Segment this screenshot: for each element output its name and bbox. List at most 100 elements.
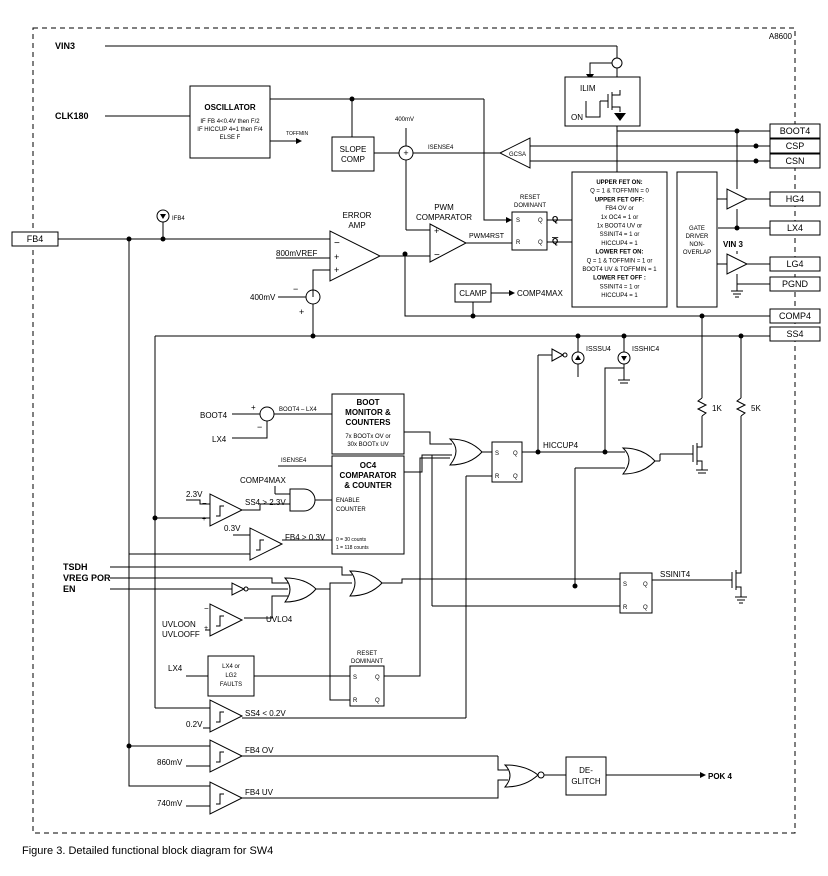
pok-nor-gate-icon [503,764,539,788]
boot-monitor-label-1: BOOT [356,398,379,407]
pulldown-or-gate-icon [621,447,656,475]
fb4-uv-label: FB4 UV [245,788,274,797]
gate-driver-label-1: GATE [689,226,705,232]
uvlo-comparator-icon [209,603,244,637]
fb4-uv-comparator-icon [209,781,244,815]
pin-lx4: LX4 [769,220,821,236]
svg-text:CSN: CSN [785,156,804,166]
pin-lg4: LG4 [769,256,821,272]
uvlo-on-label: UVLOON [162,620,196,629]
clk180-input-label: CLK180 [55,111,89,121]
isense4-label: ISENSE4 [428,145,454,151]
fb4-ov-wire [128,554,210,747]
toffmin-label: TOFFMIN [286,131,309,137]
hiccup-latch-qbar: Q [513,474,518,480]
error-amp-label-2: AMP [348,221,365,230]
pin-csn: CSN [769,153,821,169]
uvlo4-label: UVLO4 [266,615,293,624]
clock-arrow-icon [506,217,512,223]
uvlo-to-or-wire [244,595,288,619]
logic-q-in: Q [552,215,558,224]
lx4-input-label: LX4 [212,435,227,444]
pwm4rst-label: PWM4RST [469,233,505,240]
summing-plus: + [403,148,408,158]
pwm-comp-label-1: PWM [434,203,454,212]
ilim-on-wire [585,101,601,118]
fet-logic-line: HICCUP4 = 1 [601,293,638,299]
hyst-icon-3 [216,615,224,627]
oscillator-block [189,85,271,159]
toffmin-arrow-icon [296,138,302,144]
pwm-minus: − [434,250,440,261]
hyst-icon-4 [216,711,224,723]
oc4-label-3: & COUNTER [344,481,392,490]
deglitch-label-1: DE- [579,766,593,775]
hs-fet-diode-icon [614,113,626,121]
ilim-label: ILIM [580,84,596,93]
iss-su-label: ISSSU4 [586,346,611,353]
r5k-resistor-icon [735,397,747,417]
ss-clamp-wire [312,269,330,297]
sum-offset-label: 400mV [395,117,414,123]
fet-logic-line: Q = 1 & TOFFMIN = 1 or [587,258,653,264]
ssinit-latch-block [619,572,653,614]
fb4-ov-label: FB4 OV [245,746,274,755]
v860-label: 860mV [157,758,183,767]
pin-ss4: SS4 [769,326,821,342]
en-input-label: EN [63,584,76,594]
hiccup-junction-1 [535,449,541,455]
fet-logic-line: 1x BOOT4 UV or [597,224,642,230]
ss4gt-wire [242,503,290,511]
ilim-sense-wire [589,62,612,78]
ssinit-or-gate-icon [348,570,383,597]
oc4-block [331,455,405,555]
svg-text:LX4: LX4 [787,223,803,233]
ea-minus: − [334,238,340,249]
fet-logic-line: LOWER FET OFF : [593,276,646,282]
boot-diff-minus: − [257,422,262,432]
csn-junction [753,158,759,164]
latch-low-out [384,457,450,677]
iss-hic-label: ISSHIC4 [632,346,659,353]
boot-monitor-label-3: COUNTERS [346,418,392,427]
svg-text:HG4: HG4 [786,194,805,204]
svg-text:COMP4: COMP4 [779,311,811,321]
slope-comp-label-1: SLOPE [340,145,367,154]
fault-latch-rst-wire [329,589,350,701]
fb4-ov-comparator-icon [209,739,244,773]
ea-plus-2: + [334,265,339,275]
ifb4-current-source-icon [156,209,170,223]
error-amp-label-1: ERROR [343,211,372,220]
gcsa-amp-icon [498,137,531,169]
ss-gt-minus: − [202,499,207,508]
en-inverter-icon [231,582,246,596]
hg-driver-icon [726,188,749,210]
ss4-lt-comparator-icon [209,699,244,733]
oc4-to-or-wire [404,454,452,473]
fb4-gt-label: FB4 > 0.3V [285,533,326,542]
pin-pgnd: PGND [769,276,821,292]
boot-to-or-wire [404,431,452,445]
latch-low-block [349,665,385,707]
fet-logic-line: 1x OC4 = 1 or [601,215,639,221]
latch-top-s: S [516,218,520,224]
ss4-junction-ea [310,333,316,339]
latch-low-qbar: Q [375,698,380,704]
ssinit-latch-qbar: Q [643,605,648,611]
fet-logic-line: HICCUP4 = 1 [601,241,638,247]
csp-junction [753,143,759,149]
fet-logic-line: FB4 OV or [605,206,633,212]
oscillator-rule-2: IF HICCUP 4=1 then F/4 [197,127,263,133]
vreg-wire [110,577,288,584]
faults-label-1: LX4 or [222,664,240,670]
enable-counter-label-2: COUNTER [336,507,366,513]
boot4-input-label: BOOT4 [200,411,228,420]
uvlo-off-label: UVLOOFF [162,630,200,639]
isense4-low-label: ISENSE4 [281,458,307,464]
boot-diff-label: BOOT4 – LX4 [279,407,317,413]
enable-or-out [316,582,352,590]
ic-boundary [32,27,796,834]
deglitch-label-2: GLITCH [571,777,601,786]
hiccup-latch-r: R [495,474,500,480]
